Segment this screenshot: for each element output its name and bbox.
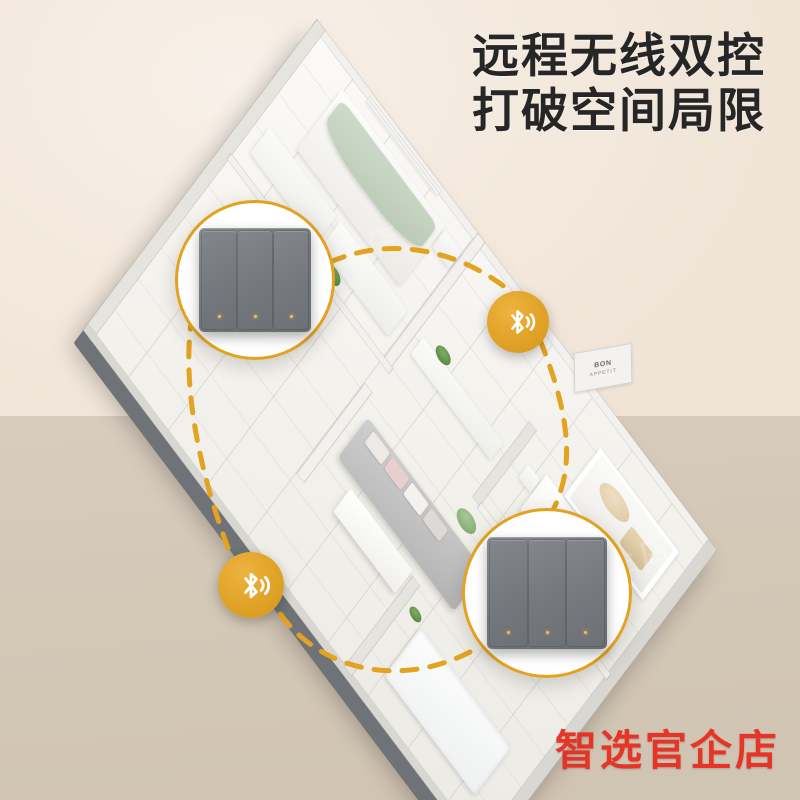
headline-line1: 远程无线双控 [472,29,766,82]
bluetooth-signal-icon [511,310,536,334]
headline: 远程无线双控 打破空间局限 [472,28,766,139]
switch-gang-1[interactable] [202,231,236,329]
led-indicator-icon [584,631,588,635]
led-indicator-icon [289,315,293,319]
switch-gang-2[interactable] [528,540,566,646]
isometric-apartment-model [0,19,800,800]
led-indicator-icon [545,631,549,635]
wireless-switch-panel[interactable] [199,228,311,332]
led-indicator-icon [253,315,257,319]
shop-watermark: 智选官企店 [554,727,780,774]
headline-line2: 打破空间局限 [472,84,766,138]
callout-bedroom-switch[interactable] [175,200,335,360]
switch-gang-2[interactable] [238,231,272,329]
callout-living-switch[interactable] [462,508,632,678]
switch-gang-1[interactable] [490,540,527,646]
bluetooth-badge-lower [218,552,284,618]
switch-gang-3[interactable] [567,540,605,646]
led-indicator-icon [217,315,221,319]
led-indicator-icon [506,631,510,635]
bluetooth-signal-icon [243,572,270,598]
bluetooth-badge-upper [487,291,549,353]
switch-gang-3[interactable] [274,231,308,329]
wireless-switch-panel[interactable] [487,537,607,649]
